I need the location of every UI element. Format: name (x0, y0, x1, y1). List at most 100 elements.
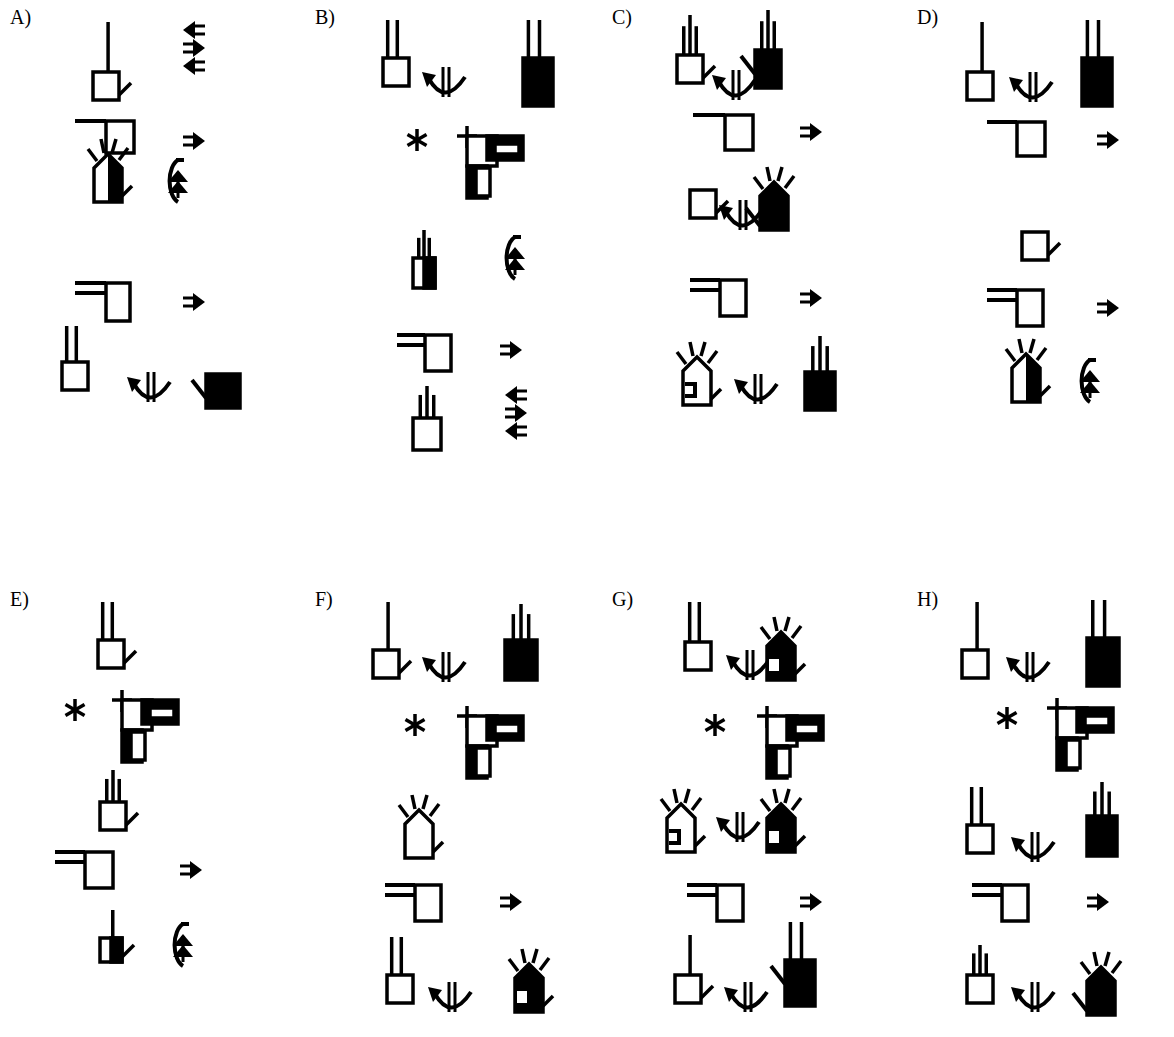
hand-square (967, 975, 993, 1003)
hand-square (776, 748, 790, 776)
hand-square (523, 58, 553, 106)
stroke-line (1040, 386, 1050, 396)
hand-square (1087, 816, 1117, 856)
hand-square (62, 362, 88, 390)
stroke-line (432, 395, 436, 419)
stroke-line (711, 389, 721, 399)
hand-half-fill (108, 154, 122, 202)
sign-panel (661, 602, 823, 1012)
hand-square (805, 372, 835, 410)
stroke-line (1029, 72, 1032, 102)
hand-square (150, 708, 174, 718)
stroke-line (75, 119, 106, 123)
contact-arc (1018, 842, 1054, 858)
panel-letter: B) (315, 6, 335, 28)
hand-square (1082, 58, 1112, 106)
stroke-line (792, 798, 801, 810)
sign-panel (373, 602, 553, 1012)
stroke-line (509, 959, 518, 971)
arrow-head (168, 181, 188, 193)
stroke-line (126, 813, 138, 825)
arrow-head (1080, 370, 1100, 382)
contact-arc (435, 992, 471, 1008)
sign-panel (967, 20, 1119, 402)
stroke-line (708, 351, 717, 363)
hand-half-fill (424, 258, 435, 288)
arrow-head (716, 817, 730, 832)
hand-square (476, 168, 490, 196)
stroke-line (1091, 600, 1095, 639)
stroke-line (1097, 20, 1101, 59)
arrow-head (173, 934, 193, 946)
stroke-line (736, 812, 739, 842)
stroke-line (65, 326, 69, 363)
sign-panel (677, 10, 835, 410)
hand-square (487, 716, 523, 740)
arrow-head (168, 170, 188, 182)
stroke-line (1105, 952, 1109, 966)
stroke-line (397, 343, 425, 347)
stroke-line (997, 713, 1016, 724)
hand-notch (517, 991, 527, 1003)
arrow-head (505, 247, 525, 259)
stroke-line (442, 652, 445, 682)
stroke-line (750, 982, 753, 1012)
hand-notch (769, 831, 779, 843)
stroke-line (1088, 358, 1096, 362)
contact-arc (723, 822, 759, 838)
stroke-line (65, 705, 84, 716)
stroke-line (55, 850, 85, 854)
stroke-line (399, 661, 411, 673)
arrow-head (505, 258, 525, 270)
arrow-head (810, 123, 822, 141)
arrow-head (810, 289, 822, 307)
stroke-line (739, 200, 742, 230)
stroke-line (442, 67, 445, 97)
sign-panel (55, 602, 202, 966)
panel-letter: A) (10, 6, 31, 28)
stroke-line (385, 893, 415, 897)
stroke-line (674, 789, 677, 803)
hand-square (962, 650, 988, 678)
stroke-line (987, 288, 1017, 292)
hand-square (98, 640, 124, 668)
stroke-line (540, 958, 549, 970)
stroke-line (407, 135, 426, 146)
stroke-line (732, 70, 735, 100)
stroke-line (117, 779, 121, 803)
arrow-head (726, 655, 740, 670)
stroke-line (701, 986, 713, 998)
spread-hand (767, 804, 795, 852)
stroke-line (425, 386, 429, 419)
stroke-line (987, 298, 1017, 302)
stroke-line (811, 346, 815, 373)
hand-notch (669, 831, 679, 843)
arrow-head (1009, 77, 1023, 92)
hand-square (690, 190, 716, 218)
stroke-line (527, 20, 531, 59)
label-slot: G) (612, 588, 633, 610)
hand-square (755, 50, 781, 88)
stroke-line (1100, 782, 1104, 817)
contact-arc (731, 992, 767, 1008)
stroke-line (1107, 792, 1111, 817)
stroke-line (176, 158, 184, 162)
stroke-line (972, 893, 1002, 897)
stroke-line (448, 982, 451, 1012)
stroke-line (512, 614, 516, 641)
hand-square (1017, 290, 1043, 326)
stroke-line (405, 720, 424, 731)
stroke-line (1026, 652, 1029, 682)
stroke-line (119, 83, 131, 95)
arrow-head (422, 657, 436, 672)
stroke-line (396, 20, 400, 59)
sign-panel (383, 20, 553, 450)
stroke-line (181, 922, 189, 926)
arrow-head (810, 893, 822, 911)
stroke-line (987, 120, 1017, 124)
spread-hand (515, 964, 543, 1012)
hand-square (505, 640, 537, 680)
stroke-line (1031, 982, 1034, 1012)
